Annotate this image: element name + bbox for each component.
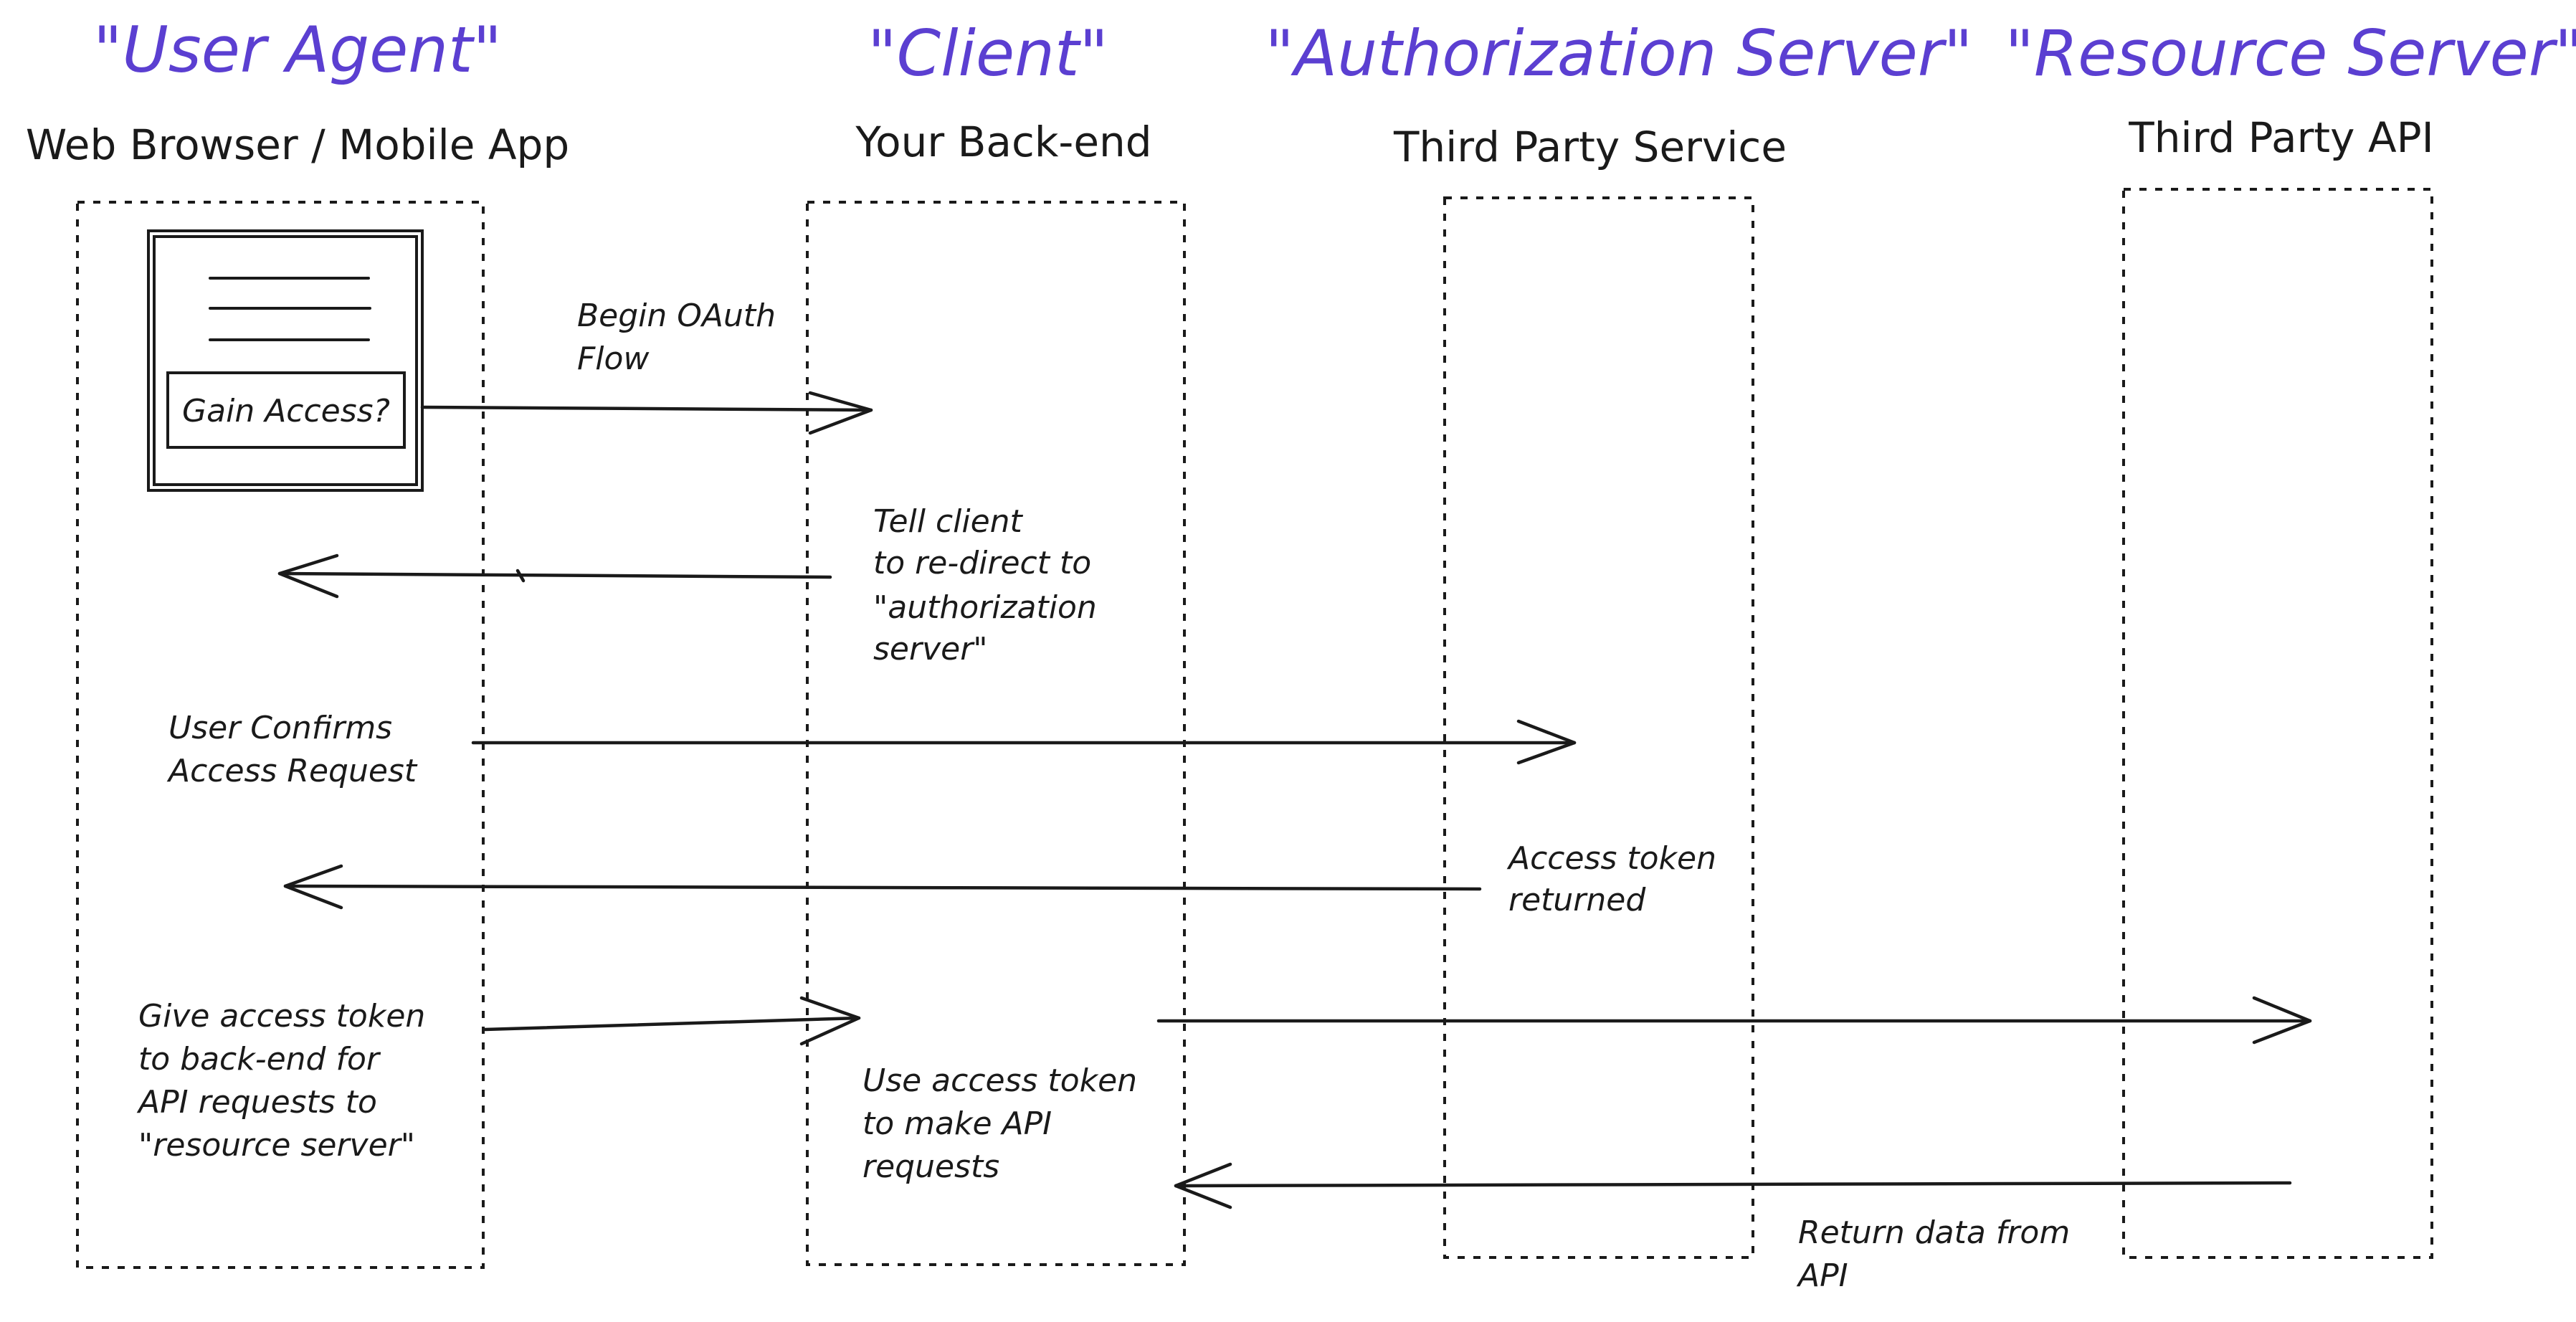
lane-authorization-server [1443, 196, 1754, 1259]
arrow-redirect-to-authorization-server [277, 553, 832, 599]
role-title-client: "Client" [868, 16, 1108, 90]
role-title-user-agent: "User Agent" [93, 13, 502, 87]
lane-client [806, 201, 1186, 1266]
participant-resource-server-header: "Resource Server" Third Party API [2005, 16, 2576, 162]
arrow-use-access-token [1156, 996, 2312, 1045]
note-user-confirms-access-request: User Confirms Access Request [166, 710, 418, 789]
participant-authorization-server-header: "Authorization Server" Third Party Servi… [1265, 16, 1973, 171]
participant-user-agent-header: "User Agent" Web Browser / Mobile App [26, 13, 569, 169]
app-mockup-sketch: Gain Access? [147, 229, 424, 492]
lane-resource-server [2122, 188, 2433, 1259]
arrow-begin-oauth-flow [420, 391, 873, 435]
role-title-authorization-server: "Authorization Server" [1265, 16, 1973, 90]
arrow-return-data [1174, 1162, 2292, 1209]
lane-user-agent [76, 201, 485, 1269]
system-label-user-agent: Web Browser / Mobile App [26, 120, 569, 169]
arrow-user-confirms-access-request [471, 719, 1577, 765]
note-return-data: Return data from API [1796, 1214, 2080, 1294]
role-title-resource-server: "Resource Server" [2005, 16, 2576, 90]
mockup-frame-inner [153, 235, 418, 486]
gain-access-button-label: Gain Access? [182, 393, 390, 429]
arrow-give-access-token [483, 996, 861, 1046]
system-label-resource-server: Third Party API [2128, 113, 2433, 162]
gain-access-button[interactable] [166, 371, 406, 449]
note-begin-oauth-flow: Begin OAuth Flow [577, 298, 786, 377]
note-access-token-returned: Access token returned [1506, 840, 1726, 918]
system-label-client: Your Back-end [855, 118, 1151, 166]
participant-client-header: "Client" Your Back-end [855, 16, 1151, 166]
note-give-access-token: Give access token to back-end for API re… [136, 998, 435, 1164]
system-label-authorization-server: Third Party Service [1393, 123, 1787, 171]
note-redirect-to-authorization-server: Tell client to re-direct to "authorizati… [873, 503, 1107, 667]
arrow-access-token-returned [283, 864, 1482, 910]
note-use-access-token: Use access token to make API requests [862, 1062, 1147, 1185]
mockup-frame [147, 229, 424, 492]
